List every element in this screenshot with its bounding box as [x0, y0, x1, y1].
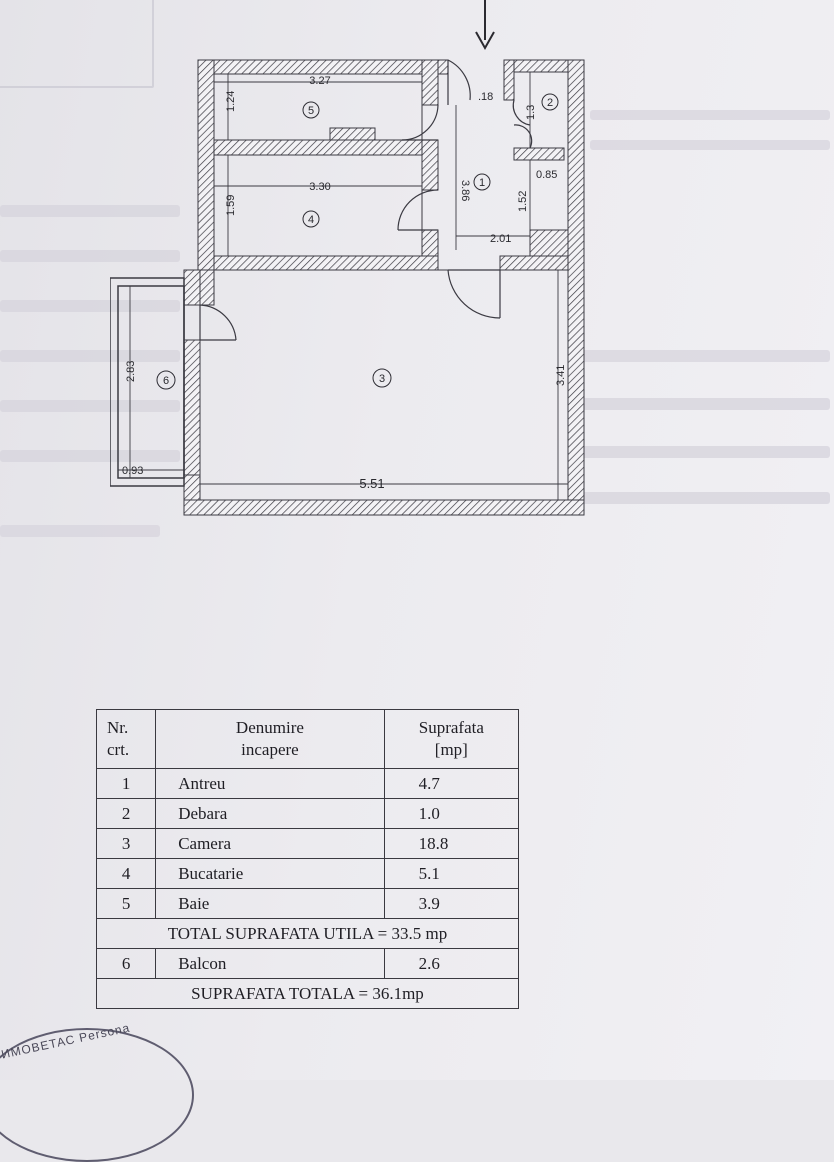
dim-balcon-height: 2.83 [125, 361, 137, 382]
dim-antreu-length: 3.86 [459, 180, 471, 201]
room-number-circles [156, 93, 559, 390]
total-surface: SUPRAFATA TOTALA = 36.1mp [96, 978, 519, 1009]
dim-camera-width: 5.51 [359, 476, 384, 491]
dim-antreu-width: 2.01 [490, 233, 511, 245]
table-row: 1 Antreu 4.7 [95, 768, 520, 799]
dim-debara-width: 0.85 [536, 169, 557, 181]
floor-plan: 3.27 1.24 3.30 1.59 3.86 2.01 0.85 1.52 … [110, 0, 585, 516]
dimension-lines [118, 72, 568, 500]
table-row: 3 Camera 18.8 [95, 828, 520, 859]
dim-door-width: .18 [478, 91, 493, 103]
dim-baie-width: 3.27 [309, 75, 330, 87]
dim-debara-height: 1.52 [517, 191, 529, 212]
header-name: Denumire incapere [155, 709, 385, 769]
bleed-through-stamp [0, 0, 154, 88]
room-number-5: 5 [308, 105, 314, 117]
dim-bucatarie-height: 1.59 [225, 195, 237, 216]
header-area: Suprafata [mp] [383, 709, 520, 769]
table-row: 6 Balcon 2.6 [95, 948, 520, 979]
header-nr: Nr. crt. [95, 709, 157, 769]
room-number-6: 6 [163, 375, 169, 387]
room-inner-lines [199, 71, 569, 501]
room-area-table: Nr. crt. Denumire incapere Suprafata [mp… [95, 709, 520, 1009]
dim-balcon-width: 0.93 [122, 465, 143, 477]
room-number-2: 2 [547, 97, 553, 109]
table-header-row: Nr. crt. Denumire incapere Suprafata [mp… [95, 709, 520, 769]
total-util: TOTAL SUPRAFATA UTILA = 33.5 mp [96, 918, 519, 949]
room-number-4: 4 [308, 214, 314, 226]
dim-camera-height: 3.41 [555, 365, 567, 386]
dim-debara-depth: 1.3 [525, 105, 537, 120]
table-row: 2 Debara 1.0 [95, 798, 520, 829]
walls [183, 59, 585, 516]
room-number-3: 3 [379, 373, 385, 385]
door-swings [199, 59, 533, 341]
total-util-row: TOTAL SUPRAFATA UTILA = 33.5 mp [96, 918, 519, 949]
entry-arrow-icon [475, 0, 495, 51]
dim-baie-height: 1.24 [225, 91, 237, 112]
total-row: SUPRAFATA TOTALA = 36.1mp [96, 978, 519, 1009]
balcony-outline [110, 277, 185, 487]
table-row: 4 Bucatarie 5.1 [95, 858, 520, 889]
dim-bucatarie-width: 3.30 [309, 181, 330, 193]
room-number-1: 1 [479, 177, 485, 189]
table-row: 5 Baie 3.9 [95, 888, 520, 919]
